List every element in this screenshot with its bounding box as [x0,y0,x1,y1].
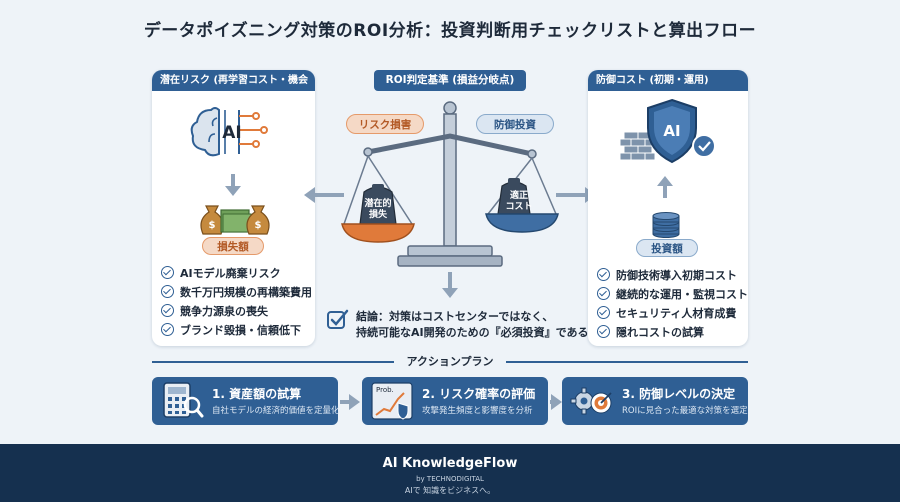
ai-shield-label: AI [663,122,680,140]
step-3-subtitle: ROIに見合った最適な対策を選定 [622,406,748,416]
ai-brain-icon: AI [190,107,268,157]
coins-icon [652,212,680,238]
potential-risk-panel: 潜在リスク (再学習コスト・機会損失) AI $ $ 損失額 AIモデル廃棄リス… [152,70,315,346]
list-item: セキュリティ人材育成費 [597,303,748,322]
step-2-subtitle: 攻撃発生頻度と影響度を分析 [422,406,533,416]
check-icon [161,285,174,298]
loss-amount-badge: 損失額 [202,237,264,255]
defense-cost-panel: 防御コスト (初期・運用) AI 投資額 防御技術導入初期コスト [588,70,748,346]
potential-loss-weight-label: 潜在的 損失 [364,199,392,220]
check-icon [597,268,610,281]
appropriate-cost-weight-label: 適正 コスト [505,191,533,212]
ai-brain-label: AI [222,123,241,143]
investment-amount-badge: 投資額 [636,239,698,257]
conclusion-check-icon [327,309,349,329]
money-loss-icon: $ $ [200,205,270,235]
check-icon [161,304,174,317]
check-icon [161,323,174,336]
check-icon [597,287,610,300]
svg-text:Prob.: Prob. [376,386,394,394]
risk-checklist: AIモデル廃棄リスク 数千万円規模の再構築費用 競争力源泉の喪失 ブランド毀損・… [161,263,312,339]
left-down-arrow [225,174,241,196]
list-item: ブランド毀損・信頼低下 [161,320,312,339]
check-icon [597,306,610,319]
footer: AI KnowledgeFlow by TECHNODIGITAL AIで 知識… [0,444,900,502]
defense-cost-header: 防御コスト (初期・運用) [588,70,748,91]
gear-target-icon [570,387,612,415]
balance-scale-icon [341,101,559,267]
calculator-icon [163,382,204,418]
ai-shield-icon: AI [620,98,716,164]
list-item: AIモデル廃棄リスク [161,263,312,282]
step-2-title: 2. リスク確率の評価 [422,387,536,401]
defense-investment-badge: 防御投資 [476,114,554,134]
action-plan-label: アクションプラン [394,354,506,370]
defense-checklist: 防御技術導入初期コスト 継続的な運用・監視コスト セキュリティ人材育成費 隠れコ… [597,265,748,341]
risk-damage-badge: リスク損害 [346,114,424,134]
footer-brand: AI KnowledgeFlow [382,456,518,471]
center-down-arrow [442,272,458,298]
left-flow-arrow [304,187,344,203]
footer-byline: by TECHNODIGITAL [416,475,484,483]
action-step-defense-level: 3. 防御レベルの決定 ROIに見合った最適な対策を選定 [562,377,748,425]
roi-criteria-header: ROI判定基準 (損益分岐点) [374,70,526,91]
svg-text:$: $ [255,220,262,231]
list-item: 数千万円規模の再構築費用 [161,282,312,301]
check-icon [597,325,610,338]
action-step-risk-probability: Prob. 2. リスク確率の評価 攻撃発生頻度と影響度を分析 [362,377,548,425]
list-item: 防御技術導入初期コスト [597,265,748,284]
step-3-title: 3. 防御レベルの決定 [622,387,736,401]
footer-tagline: AIで 知識をビジネスへ。 [404,486,496,495]
conclusion-line-1: 結論：対策はコストセンターではなく、 [356,310,554,323]
step-1-to-2-arrow [340,394,360,410]
probability-chart-icon: Prob. [371,382,413,420]
list-item: 競争力源泉の喪失 [161,301,312,320]
step-2-to-3-arrow [550,394,562,410]
svg-text:$: $ [209,220,216,231]
check-icon [161,266,174,279]
conclusion-line-2: 持続可能なAI開発のための『必須投資』である。 [356,326,600,339]
action-step-asset-estimate: 1. 資産額の試算 自社モデルの経済的価値を定量化 [152,377,340,425]
page-title: データポイズニング対策のROI分析：投資判断用チェックリストと算出フロー [143,21,757,41]
right-up-arrow [657,176,673,198]
list-item: 隠れコストの試算 [597,322,748,341]
step-1-subtitle: 自社モデルの経済的価値を定量化 [212,406,340,416]
list-item: 継続的な運用・監視コスト [597,284,748,303]
potential-risk-header: 潜在リスク (再学習コスト・機会損失) [152,70,315,107]
step-1-title: 1. 資産額の試算 [212,387,302,401]
